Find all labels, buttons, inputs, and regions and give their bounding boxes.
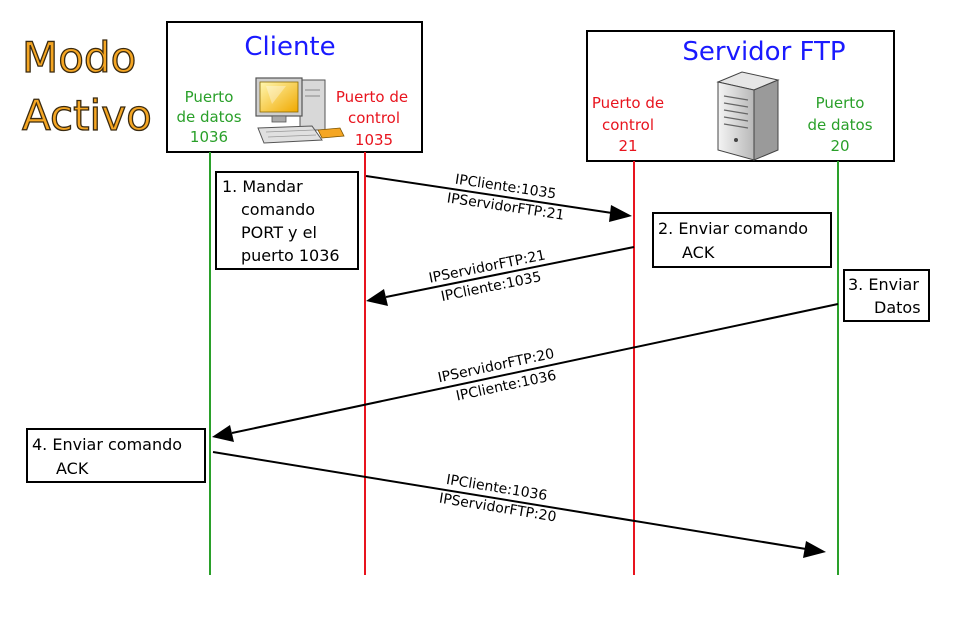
client-control-port-number: 1035: [355, 131, 393, 149]
step-1-line-2: comando: [241, 200, 315, 219]
server-control-port-label-2: control: [602, 116, 654, 134]
client-name: Cliente: [244, 32, 335, 62]
server-tower-icon: [716, 71, 780, 161]
step-4-line-1: 4. Enviar comando: [32, 435, 182, 454]
step-3-line-1: 3. Enviar: [848, 275, 919, 294]
server-control-port-number: 21: [618, 137, 637, 155]
client-data-port-label-1: Puerto: [185, 88, 234, 106]
step-4-box: 4. Enviar comando ACK: [26, 428, 206, 483]
mode-title-line1: Modo: [22, 33, 136, 82]
step-1-line-1: 1. Mandar: [222, 177, 303, 196]
step-1-line-4: puerto 1036: [241, 246, 340, 265]
step-3-line-2: Datos: [874, 298, 921, 317]
mode-title-line2: Activo: [22, 91, 152, 140]
client-control-port-label-2: control: [348, 109, 400, 127]
step-1-line-3: PORT y el: [241, 223, 317, 242]
step-3-box: 3. Enviar Datos: [843, 269, 930, 322]
server-box: Servidor FTP Puerto de control 21 Puerto…: [586, 30, 895, 162]
step-1-box: 1. Mandar comando PORT y el puerto 1036: [215, 171, 359, 270]
client-data-port-label-2: de datos: [176, 108, 241, 126]
message-1-arrow: [365, 175, 632, 222]
server-name: Servidor FTP: [682, 37, 845, 67]
step-2-line-1: 2. Enviar comando: [658, 219, 808, 238]
server-data-port-label-2: de datos: [807, 116, 872, 134]
step-4-line-2: ACK: [56, 459, 89, 478]
message-4-arrow: [212, 451, 826, 558]
step-2-box: 2. Enviar comando ACK: [652, 212, 832, 268]
message-2-arrow: [366, 246, 635, 306]
step-2-line-2: ACK: [682, 243, 715, 262]
client-box: Cliente Puerto de datos 1036 Puerto de c…: [166, 21, 423, 153]
message-3-arrow: [212, 303, 839, 442]
mode-title: Modo Activo: [21, 32, 152, 140]
client-data-port-number: 1036: [190, 128, 228, 146]
computer-icon: [255, 77, 345, 144]
server-control-port-label-1: Puerto de: [592, 94, 664, 112]
client-control-port-label-1: Puerto de: [336, 88, 408, 106]
server-data-port-label-1: Puerto: [816, 94, 865, 112]
server-data-port-number: 20: [830, 137, 849, 155]
